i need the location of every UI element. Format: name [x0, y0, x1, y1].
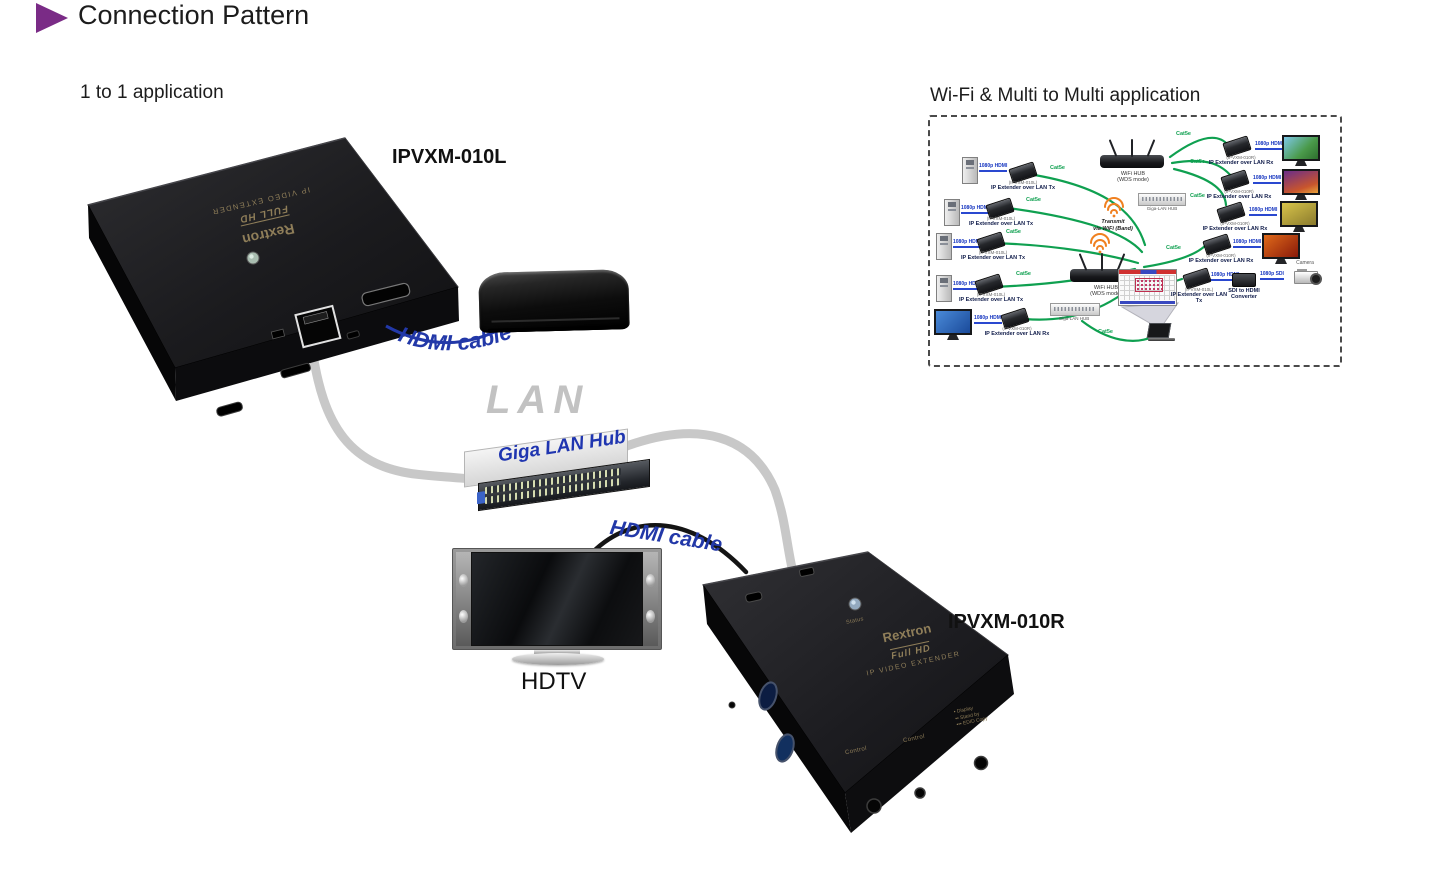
tv-stand-neck [534, 650, 580, 655]
media-player-body [478, 269, 630, 333]
ipvxm-010r-device [702, 551, 1014, 833]
wifi-multi-heading: Wi-Fi & Multi to Multi application [930, 85, 1201, 106]
extender-caption: (IPVXM-010R) IP Extender over LAN Rx [1208, 155, 1274, 167]
hdmi-link-label: 1080p HDMI [1233, 239, 1262, 248]
cat5e-label: Cat5e [1026, 197, 1041, 203]
sdi-hdmi-converter-icon [1232, 273, 1256, 287]
giga-lan-hub-top-label: Giga-LAN HUB [1146, 206, 1178, 211]
camera-label: Camera [1296, 260, 1314, 266]
hdmi-port [361, 282, 411, 307]
one-to-one-heading: 1 to 1 application [80, 82, 224, 103]
hdmi-link-label: 1080p HDMI [1249, 207, 1278, 216]
tv-stand-base [512, 653, 604, 665]
mini-monitor-icon [1262, 233, 1300, 259]
hdmi-link-label: 1080p HDMI [961, 205, 990, 214]
cat5e-label: Cat5e [1016, 271, 1031, 277]
tv-screen [471, 552, 643, 646]
mini-monitor-icon [1282, 169, 1320, 195]
hdmi-link-label: 1080p HDMI [979, 163, 1008, 172]
page-title: Connection Pattern [78, 0, 310, 30]
ipvxm-010l-device [87, 137, 459, 417]
mini-monitor-icon [934, 309, 972, 335]
tv-right-speaker [643, 552, 658, 646]
wifi-multi-diagram: Cat5e Cat5e Cat5e Cat5e Cat5e Cat5e Cat5… [928, 115, 1342, 367]
accent-triangle-icon [36, 3, 68, 33]
extender-caption: (IPVXM-010L) IP Extender over LAN Tx [990, 180, 1056, 192]
extender-caption: (IPVXM-010R) IP Extender over LAN Rx [1202, 221, 1268, 233]
extender-caption: (IPVXM-010L) IP Extender over LAN Tx [968, 216, 1034, 228]
mini-pc-icon [962, 157, 978, 184]
mini-monitor-icon [1282, 135, 1320, 161]
matrix-control-panel [1118, 269, 1177, 306]
extender-caption: (IPVXM-010L) IP Extender over LAN Tx [958, 292, 1024, 304]
hdmi-cable-bottom-curve [586, 522, 749, 575]
hdmi-link-label: 1080p HDMI [953, 281, 982, 290]
mini-pc-icon [936, 275, 952, 302]
extender-caption: (IPVXM-010R) IP Extender over LAN Rx [1206, 189, 1272, 201]
tv-left-speaker [456, 552, 471, 646]
cat5e-label: Cat5e [1050, 165, 1065, 171]
mini-laptop-icon [1146, 323, 1175, 341]
giga-lan-hub-bottom-label: Giga-LAN HUB [1058, 316, 1090, 321]
extender-caption: (IPVXM-010R) IP Extender over LAN Rx [984, 326, 1050, 338]
mini-monitor-icon [1280, 201, 1318, 227]
hdmi-link-label: 1080p HDMI [1253, 175, 1282, 184]
lan-cable-right [619, 429, 797, 573]
cat5e-label: Cat5e [1176, 131, 1191, 137]
hdmi-link-label: 1080p HDMI [974, 315, 1003, 324]
hdtv-label: HDTV [521, 668, 587, 695]
extender-caption: (IPVXM-010L) IP Extender over LAN Tx [1170, 287, 1228, 305]
wifi-waves-icon [1090, 197, 1124, 254]
converter-caption: SDI to HDMI Converter [1228, 288, 1260, 301]
rj45-port [294, 304, 342, 349]
giga-lan-hub-bottom-icon [1050, 303, 1100, 316]
sdi-link-label: 1080p SDI [1260, 271, 1284, 280]
extender-caption: (IPVXM-010R) IP Extender over LAN Rx [1188, 253, 1254, 265]
media-player [478, 269, 630, 333]
extender-caption: (IPVXM-010L) IP Extender over LAN Tx [960, 250, 1026, 262]
wifi-hub-top-label: WiFi HUB (WDS mode) [1117, 171, 1149, 184]
lan-label: LAN [486, 378, 590, 422]
mini-camera-icon [1294, 269, 1322, 285]
cat5e-label: Cat5e [1166, 245, 1181, 251]
hub-brand-badge [477, 491, 485, 505]
cat5e-label: Cat5e [1006, 229, 1021, 235]
hdtv-device [452, 548, 662, 650]
mini-pc-icon [944, 199, 960, 226]
transmit-label: Transmit via WiFi (Band) [1093, 219, 1133, 232]
wifi-hub-bottom-label: WiFi HUB (WDS mode) [1090, 285, 1122, 298]
mini-pc-icon [936, 233, 952, 260]
cat5e-label: Cat5e [1190, 193, 1205, 199]
tx-device-label: IPVXM-010L [392, 146, 507, 168]
hdmi-link-label: 1080p HDMI [1255, 141, 1284, 150]
wifi-hub-top-router [1100, 139, 1164, 168]
giga-lan-hub-top-icon [1138, 193, 1186, 206]
rx-device-label: IPVXM-010R [948, 611, 1065, 633]
cat5e-label: Cat5e [1098, 329, 1113, 335]
hdmi-link-label: 1080p HDMI [1211, 272, 1240, 281]
cat5e-label: Cat5e [1190, 159, 1205, 165]
hdmi-link-label: 1080p HDMI [953, 239, 982, 248]
